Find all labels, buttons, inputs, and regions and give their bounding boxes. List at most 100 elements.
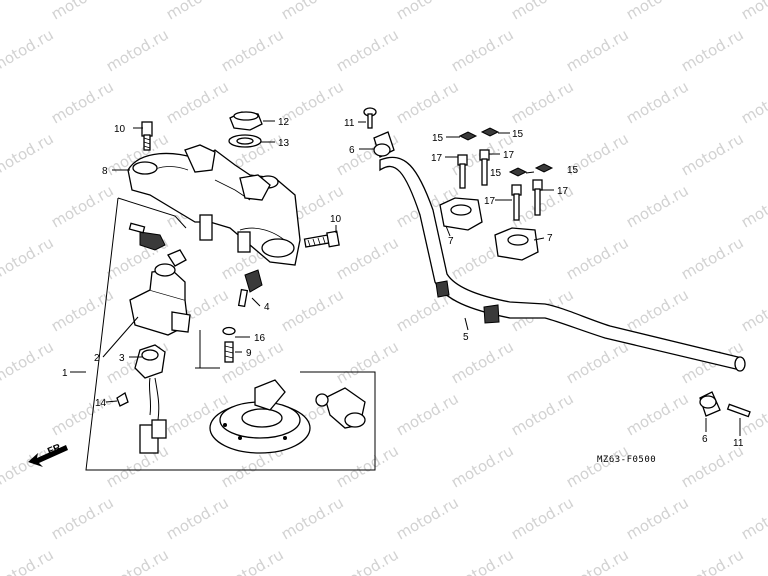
- watermark-text: motod.ru: [333, 441, 402, 491]
- bar-end-weight-right: [699, 391, 721, 417]
- watermark-text: motod.ru: [0, 0, 2, 23]
- ignition-key: [128, 222, 263, 308]
- callout-6-left: 6: [349, 145, 355, 156]
- bar-end-screw-right: [726, 403, 751, 418]
- watermark-text: motod.ru: [563, 441, 632, 491]
- watermark-text: motod.ru: [163, 0, 232, 23]
- watermark-text: motod.ru: [678, 129, 747, 179]
- watermark-text: motod.ru: [393, 389, 462, 439]
- handlebar-holder-lower: [494, 227, 539, 261]
- ignition-switch: [129, 249, 191, 454]
- watermark-text: motod.ru: [0, 285, 2, 335]
- watermark-text: motod.ru: [103, 441, 172, 491]
- watermark-text: motod.ru: [278, 285, 347, 335]
- callout-15-c: 15: [490, 168, 502, 179]
- holder-bolts: [457, 149, 543, 221]
- watermark-text: motod.ru: [563, 337, 632, 387]
- watermark-text: motod.ru: [508, 77, 577, 127]
- callout-13: 13: [278, 138, 290, 149]
- bolt-caps: [458, 127, 554, 177]
- watermark-text: motod.ru: [448, 441, 517, 491]
- watermark-text: motod.ru: [563, 233, 632, 283]
- watermark-text: motod.ru: [738, 493, 768, 543]
- watermark-text: motod.ru: [0, 181, 2, 231]
- watermark-text: motod.ru: [278, 0, 347, 23]
- callout-2: 2: [94, 353, 100, 364]
- seat-lock: [315, 387, 366, 429]
- watermark-text: motod.ru: [48, 0, 117, 23]
- watermark-text: motod.ru: [0, 493, 2, 543]
- front-arrow-icon: [28, 445, 68, 467]
- callout-15-d: 15: [567, 165, 579, 176]
- callout-3: 3: [119, 353, 125, 364]
- callout-15-a: 15: [432, 133, 444, 144]
- watermark-text: motod.ru: [623, 181, 692, 231]
- watermark-text: motod.ru: [448, 25, 517, 75]
- watermark-text: motod.ru: [218, 25, 287, 75]
- watermark-text: motod.ru: [278, 493, 347, 543]
- watermark-text: motod.ru: [393, 0, 462, 23]
- watermark-text: motod.ru: [0, 25, 57, 75]
- watermark-text: motod.ru: [623, 0, 692, 23]
- callout-8: 8: [102, 166, 108, 177]
- watermark-text: motod.ru: [448, 337, 517, 387]
- lock-washer: [222, 326, 236, 336]
- front-label: FR.: [46, 441, 65, 457]
- fuel-filler-cap: [209, 379, 311, 454]
- watermark-text: motod.ru: [103, 545, 172, 576]
- callout-17-a: 17: [431, 153, 443, 164]
- callout-4: 4: [264, 302, 270, 313]
- watermark-text: motod.ru: [508, 493, 577, 543]
- watermark-text: motod.ru: [678, 545, 747, 576]
- callout-7-lower: 7: [547, 233, 553, 244]
- callout-17-b: 17: [503, 150, 515, 161]
- watermark-text: motod.ru: [393, 77, 462, 127]
- watermark-text: motod.ru: [448, 545, 517, 576]
- watermark-text: motod.ru: [738, 181, 768, 231]
- watermark-text: motod.ru: [0, 233, 57, 283]
- watermark-text: motod.ru: [393, 493, 462, 543]
- bar-end-weight-left: [373, 131, 395, 158]
- watermark-text: motod.ru: [48, 493, 117, 543]
- watermark-text: motod.ru: [48, 389, 117, 439]
- callout-17-d: 17: [557, 186, 569, 197]
- callout-7-upper: 7: [448, 236, 454, 247]
- watermark-text: motod.ru: [563, 545, 632, 576]
- watermark-text: motod.ru: [48, 77, 117, 127]
- watermark-text: motod.ru: [0, 129, 57, 179]
- callout-15-b: 15: [512, 129, 524, 140]
- watermark-text: motod.ru: [48, 285, 117, 335]
- handlebar-holder-upper: [439, 197, 483, 231]
- callout-1: 1: [62, 368, 68, 379]
- watermark-text: motod.ru: [0, 337, 57, 387]
- callout-16: 16: [254, 333, 266, 344]
- watermark-text: motod.ru: [623, 285, 692, 335]
- watermark-text: motod.ru: [333, 233, 402, 283]
- watermark-text: motod.ru: [163, 77, 232, 127]
- callout-10-pinch-bolt: 10: [330, 214, 342, 225]
- watermark-text: motod.ru: [333, 545, 402, 576]
- washer: [228, 134, 262, 148]
- callout-5: 5: [463, 332, 469, 343]
- callout-9: 9: [246, 348, 252, 359]
- watermark-text: motod.ru: [563, 25, 632, 75]
- stem-nut: [229, 111, 263, 131]
- watermark-text: motod.ru: [48, 181, 117, 231]
- callout-10-stem-bolt: 10: [114, 124, 126, 135]
- screw: [224, 341, 234, 363]
- watermark-text: motod.ru: [0, 389, 2, 439]
- diagram-code: MZ63-F0500: [597, 455, 656, 465]
- watermark-text: motod.ru: [738, 77, 768, 127]
- watermark-text: motod.ru: [0, 545, 57, 576]
- watermark-text: motod.ru: [623, 77, 692, 127]
- watermark-text: motod.ru: [738, 0, 768, 23]
- callout-11-left: 11: [344, 118, 355, 129]
- watermark-text: motod.ru: [678, 25, 747, 75]
- watermark-text: motod.ru: [333, 25, 402, 75]
- watermark-text: motod.ru: [508, 0, 577, 23]
- watermark-text: motod.ru: [678, 233, 747, 283]
- callout-6-right: 6: [702, 434, 708, 445]
